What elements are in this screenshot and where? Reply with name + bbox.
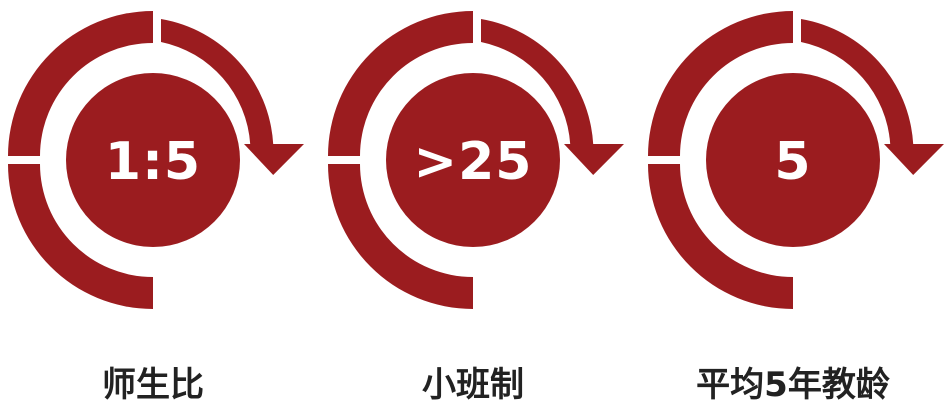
stat-value: 1:5 — [104, 132, 202, 192]
arrow-head-icon — [244, 144, 304, 175]
ring-segment-top-left — [648, 11, 793, 156]
ring-segment-bottom-left — [328, 164, 473, 309]
stat-label: 小班制 — [422, 365, 524, 405]
center-disc — [706, 73, 880, 247]
stat-value: 5 — [774, 132, 812, 192]
ring-segment-bottom-left — [648, 164, 793, 309]
arrow-head-icon — [564, 144, 624, 175]
stat-label: 平均5年教龄 — [696, 365, 890, 405]
arrow-head-icon — [884, 144, 944, 175]
ring-segment-top-left — [328, 11, 473, 156]
ring-segment-bottom-left — [8, 164, 153, 309]
ring-segment-top-right — [481, 19, 594, 144]
stat-item-teaching-experience: 5 平均5年教龄 — [640, 0, 950, 420]
circular-arrow-icon — [328, 11, 624, 309]
circular-arrow-icon — [648, 11, 944, 309]
stat-label: 师生比 — [102, 365, 204, 405]
stat-item-small-class: >25 小班制 — [320, 0, 640, 420]
stat-value: >25 — [413, 132, 533, 192]
ring-segment-top-right — [801, 19, 914, 144]
circular-arrow-icon — [8, 11, 304, 309]
stat-item-teacher-student-ratio: 1:5 师生比 — [0, 0, 320, 420]
ring-segment-top-right — [161, 19, 274, 144]
center-disc — [66, 73, 240, 247]
ring-segment-top-left — [8, 11, 153, 156]
center-disc — [386, 73, 560, 247]
